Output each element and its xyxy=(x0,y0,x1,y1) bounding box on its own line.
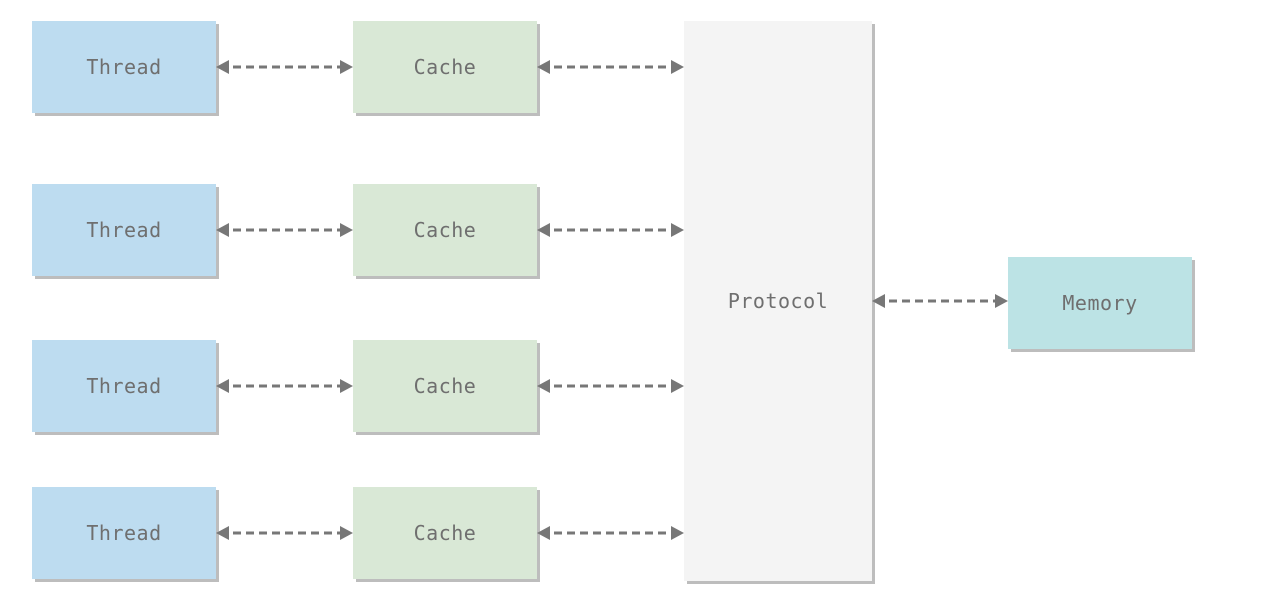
cache-label: Cache xyxy=(413,374,477,398)
thread-label: Thread xyxy=(86,521,162,545)
thread-label: Thread xyxy=(86,55,162,79)
thread-label: Thread xyxy=(86,374,162,398)
thread-box-2: Thread xyxy=(32,184,216,276)
cache-box-1: Cache xyxy=(353,21,537,113)
cache-label: Cache xyxy=(413,218,477,242)
cache-box-2: Cache xyxy=(353,184,537,276)
cache-label: Cache xyxy=(413,55,477,79)
protocol-label: Protocol xyxy=(727,289,829,313)
cache-box-4: Cache xyxy=(353,487,537,579)
thread-label: Thread xyxy=(86,218,162,242)
thread-box-3: Thread xyxy=(32,340,216,432)
cache-protocol-arrow-4 xyxy=(537,526,684,540)
thread-box-4: Thread xyxy=(32,487,216,579)
cache-protocol-arrow-1 xyxy=(537,60,684,74)
thread-box-1: Thread xyxy=(32,21,216,113)
thread-cache-arrow-3 xyxy=(216,379,353,393)
protocol-memory-arrow xyxy=(872,294,1008,308)
thread-cache-arrow-2 xyxy=(216,223,353,237)
cache-protocol-arrow-3 xyxy=(537,379,684,393)
cache-label: Cache xyxy=(413,521,477,545)
cache-protocol-arrow-2 xyxy=(537,223,684,237)
memory-box: Memory xyxy=(1008,257,1192,349)
protocol-box: Protocol xyxy=(684,21,872,581)
cache-box-3: Cache xyxy=(353,340,537,432)
thread-cache-arrow-4 xyxy=(216,526,353,540)
thread-cache-arrow-1 xyxy=(216,60,353,74)
memory-label: Memory xyxy=(1062,291,1138,315)
